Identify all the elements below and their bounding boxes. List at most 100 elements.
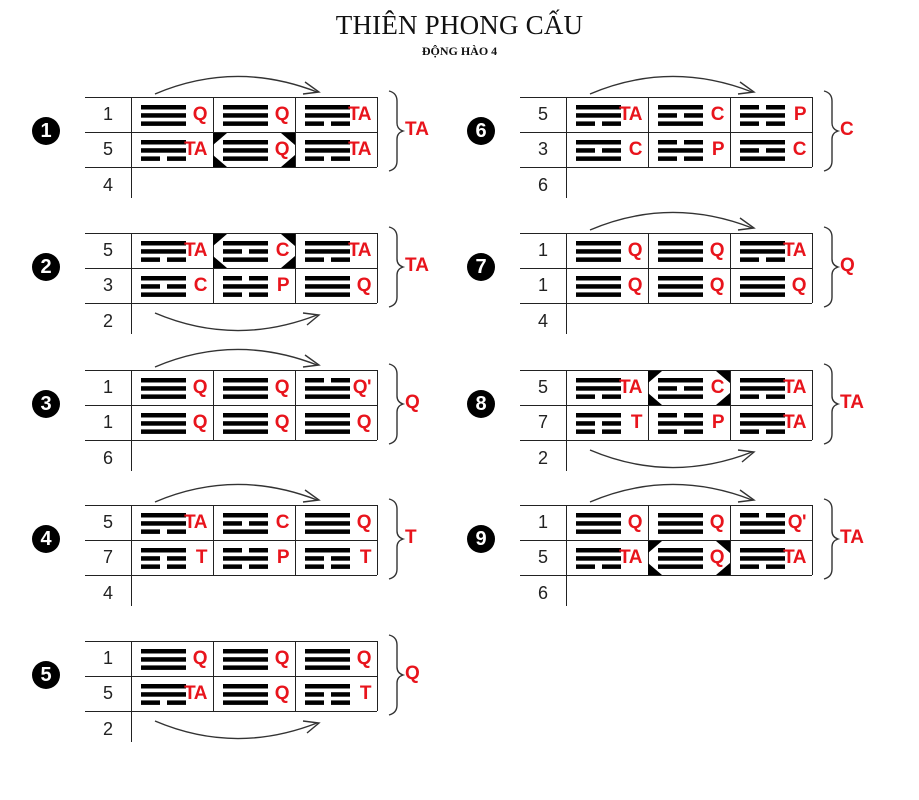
trigram-icon	[658, 140, 703, 161]
trigram-cell: T	[295, 677, 377, 711]
trigram-cell: TA	[730, 406, 812, 440]
yang-line	[141, 657, 186, 662]
yang-line	[223, 257, 268, 262]
yin-line-segment	[576, 564, 595, 569]
brace-icon	[388, 90, 406, 172]
yang-line	[658, 556, 703, 561]
yang-line	[223, 121, 268, 126]
trigram-label: P	[276, 275, 290, 296]
yin-line-segment	[740, 257, 759, 262]
yin-line-segment	[331, 692, 350, 697]
cell-divider	[295, 641, 296, 711]
yang-line	[305, 657, 350, 662]
yin-line-segment	[249, 276, 268, 281]
trigram-cell: TA	[131, 133, 213, 167]
cell-divider	[648, 370, 649, 440]
trigram-cell: Q	[131, 642, 213, 676]
trigram-label: TA	[619, 377, 642, 398]
yang-line	[223, 649, 268, 654]
yin-line-segment	[766, 257, 785, 262]
cell-divider	[377, 641, 378, 711]
trigram-icon	[141, 105, 186, 126]
trigram-label: TA	[184, 512, 207, 533]
row-label: 1	[102, 104, 113, 124]
row-label: 5	[537, 104, 548, 124]
table-row-line	[85, 711, 377, 712]
yang-line	[576, 548, 621, 553]
yang-line	[576, 513, 621, 518]
cell-divider	[213, 505, 214, 575]
trigram-cell: TA	[131, 506, 213, 540]
result-label: TA	[840, 392, 864, 413]
cell-divider	[730, 233, 731, 303]
yang-line	[141, 378, 186, 383]
yin-line-segment	[602, 429, 621, 434]
yang-line	[141, 429, 186, 434]
trigram-label: Q	[356, 275, 372, 296]
yang-line	[305, 649, 350, 654]
result-label: T	[405, 527, 417, 548]
yang-line	[223, 241, 268, 246]
yang-line	[658, 513, 703, 518]
yang-line	[305, 241, 350, 246]
moving-line-number: 2	[537, 448, 548, 468]
trigram-label: Q	[192, 648, 208, 669]
yang-line	[141, 113, 186, 118]
trigram-cell: Q	[566, 269, 648, 303]
result-label: Q	[405, 392, 420, 413]
yang-line	[141, 121, 186, 126]
row-label: 5	[537, 377, 548, 397]
trigram-icon	[223, 513, 268, 534]
row-label-divider	[566, 370, 567, 471]
row-label: 7	[102, 547, 113, 567]
yin-line-segment	[167, 257, 186, 262]
yin-line-segment	[766, 394, 785, 399]
yang-line	[305, 548, 350, 553]
panel-number-badge: 8	[467, 390, 495, 418]
cell-divider	[295, 233, 296, 303]
trigram-cell: T	[295, 541, 377, 575]
yin-line-segment	[740, 105, 759, 110]
result-label: TA	[405, 255, 429, 276]
yin-line-segment	[576, 148, 595, 153]
trigram-cell: C	[648, 371, 730, 405]
trigram-icon	[658, 548, 703, 569]
yin-line-segment	[249, 249, 268, 254]
trigram-label: TA	[184, 240, 207, 261]
trigram-label: TA	[348, 240, 371, 261]
yang-line	[305, 413, 350, 418]
trigram-cell: T	[131, 541, 213, 575]
row-label-divider	[131, 641, 132, 742]
table-row-line	[85, 370, 377, 371]
moving-line-number: 6	[537, 583, 548, 603]
trigram-icon	[305, 413, 350, 434]
yang-line	[740, 413, 785, 418]
row-label: 7	[537, 412, 548, 432]
cell-divider	[812, 97, 813, 167]
trigram-cell: TA	[295, 98, 377, 132]
yin-line-segment	[602, 421, 621, 426]
yang-line	[305, 684, 350, 689]
brace-icon	[823, 498, 841, 580]
row-label: 5	[102, 240, 113, 260]
yang-line	[576, 386, 621, 391]
row-label: 1	[537, 240, 548, 260]
panel-number-badge: 9	[467, 525, 495, 553]
trigram-icon	[305, 140, 350, 161]
yin-line-segment	[167, 556, 186, 561]
trigram-icon	[223, 548, 268, 569]
yang-line	[223, 684, 268, 689]
trigram-cell: C	[648, 98, 730, 132]
yin-line-segment	[141, 529, 160, 534]
trigram-cell: Q	[213, 98, 295, 132]
table-row-line	[520, 97, 812, 98]
yin-line-segment	[740, 148, 759, 153]
yang-line	[223, 105, 268, 110]
trigram-label: Q	[274, 683, 290, 704]
trigram-label: TA	[184, 139, 207, 160]
yang-line	[141, 148, 186, 153]
row-label: 3	[102, 275, 113, 295]
yin-line-segment	[305, 121, 324, 126]
trigram-icon	[740, 513, 785, 534]
yang-line	[223, 148, 268, 153]
